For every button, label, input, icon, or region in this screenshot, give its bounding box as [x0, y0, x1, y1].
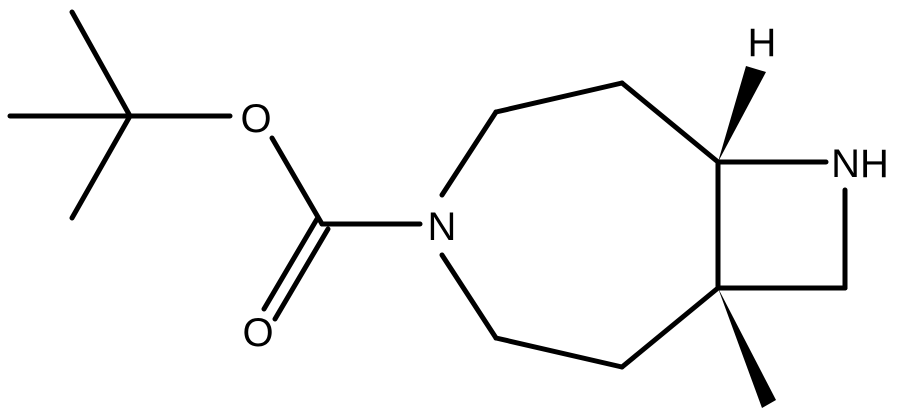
wedge-bond-methyl	[718, 288, 776, 408]
atom-label-ester-oxygen: O	[240, 97, 271, 141]
bond-carbonyl-double-a	[261, 216, 320, 312]
bond-ring-c4-c5	[619, 285, 721, 370]
bond-ring-c5-c6	[493, 335, 625, 370]
atom-label-carbonyl-oxygen: O	[242, 311, 273, 355]
atom-label-ring-nitrogen: N	[428, 205, 457, 249]
bond-ring-n-c1	[439, 109, 499, 198]
wedge-bond-hydrogen	[718, 66, 766, 162]
bond-ring-c2-c3	[619, 80, 721, 165]
bond-tbu-methyl-bottom	[69, 113, 133, 221]
bond-oxygen-carbonyl-carbon	[269, 135, 325, 227]
bond-carbonyl-double-b	[272, 226, 331, 322]
bond-tbu-methyl-top	[69, 9, 133, 119]
atom-label-stereo-hydrogen: H	[748, 21, 777, 65]
atom-label-azetidine-nitrogen: NH	[831, 142, 889, 186]
bond-ring-c1-c2	[493, 80, 625, 115]
bond-ring-c6-n	[439, 252, 499, 341]
